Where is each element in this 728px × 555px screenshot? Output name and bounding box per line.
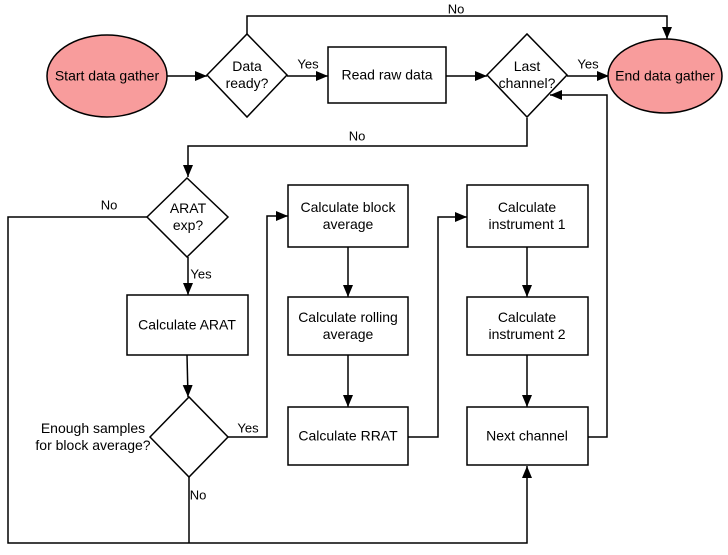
next-channel-process-label: Next channel [486, 427, 568, 444]
connector-group [7, 15, 672, 544]
calculate-block-average-process-shape [287, 184, 409, 248]
last-channel-decision-shape [485, 32, 569, 119]
edge-rrat-to-inst1 [408, 212, 467, 438]
calculate-rolling-average-process-label: Calculate rolling average [298, 308, 398, 342]
read-raw-process-shape [327, 46, 447, 104]
edge-label-enough-no: No [189, 487, 207, 503]
start-terminal-label: Start data gather [54, 67, 160, 84]
data-ready-decision-shape [205, 32, 289, 119]
arat-exp-decision-shape [145, 176, 230, 259]
arat-exp-decision-label: ARAT exp? [169, 199, 207, 233]
calculate-instrument-1-process-shape [466, 184, 589, 248]
edge-label-dataready-no: No [447, 1, 465, 17]
calculate-arat-process-label: Calculate ARAT [138, 316, 236, 333]
calculate-instrument-1-process-label: Calculate instrument 1 [488, 198, 566, 232]
enough-samples-decision-shape [148, 395, 230, 479]
read-raw-process-label: Read raw data [341, 66, 433, 83]
edge-label-dataready-yes: Yes [297, 56, 319, 72]
edge-calcarat-to-enough [182, 354, 193, 398]
edge-next-to-lastchannel [550, 90, 608, 438]
edge-dataready-no-to-end [246, 15, 672, 39]
calculate-block-average-process-label: Calculate block average [300, 198, 396, 232]
end-terminal-label: End data gather [615, 67, 715, 84]
node-shape-group [46, 32, 723, 479]
edge-arat-no-to-nextchannel [7, 216, 532, 544]
edge-enough-yes-to-blockavg [228, 211, 288, 438]
calculate-instrument-2-process-shape [466, 296, 589, 356]
calculate-arat-process-shape [126, 294, 249, 356]
next-channel-process-shape [466, 406, 589, 466]
end-terminal-shape [607, 38, 723, 114]
calculate-rrat-process-label: Calculate RRAT [298, 427, 398, 444]
edge-label-arat-yes: Yes [190, 266, 212, 282]
last-channel-decision-label: Last channel? [498, 57, 556, 91]
start-terminal-shape [46, 34, 168, 118]
data-ready-decision-label: Data ready? [225, 57, 269, 91]
edge-label-enough-yes: Yes [237, 420, 259, 436]
edge-label-lastchannel-yes: Yes [577, 56, 599, 72]
edge-label-arat-no: No [100, 197, 118, 213]
edge-lastchannel-no-to-arat [183, 118, 528, 177]
enough-samples-decision-label: Enough samples for block average? [35, 419, 151, 453]
calculate-instrument-2-process-label: Calculate instrument 2 [488, 308, 566, 342]
calculate-rrat-process-shape [287, 406, 409, 466]
calculate-rolling-average-process-shape [287, 296, 409, 356]
edge-label-lastchannel-no: No [348, 128, 366, 144]
